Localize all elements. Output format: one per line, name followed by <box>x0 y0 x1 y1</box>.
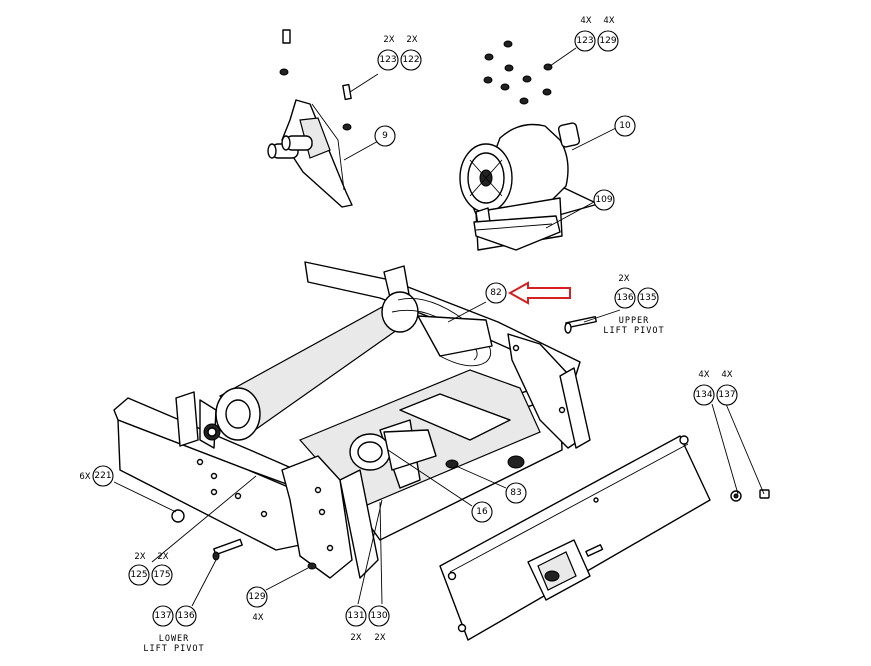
callout-129-top: 4X 129 <box>597 16 619 52</box>
callout-9: 9 <box>374 125 396 147</box>
svg-text:129: 129 <box>599 36 616 46</box>
callout-130: 130 2X <box>368 605 390 643</box>
nut-129-lower <box>307 562 317 570</box>
belt-82 <box>391 298 493 367</box>
upper-lift-pivot-label-line1: UPPER <box>619 316 650 326</box>
callout-135: 135 <box>637 287 659 309</box>
upper-lift-pivot-label-line2: LIFT PIVOT <box>603 326 664 336</box>
svg-text:123: 123 <box>576 36 593 46</box>
svg-text:83: 83 <box>510 488 521 498</box>
nut-cluster-123 <box>483 40 553 105</box>
leader-lines <box>113 47 765 607</box>
pulley-16 <box>349 429 437 471</box>
svg-text:4X: 4X <box>698 370 709 380</box>
svg-text:130: 130 <box>370 611 387 621</box>
svg-text:4X: 4X <box>252 613 263 623</box>
washer-134 <box>730 490 742 502</box>
callout-221: 6X 221 <box>79 465 114 487</box>
lower-lift-pivot-pin <box>212 538 243 561</box>
svg-text:2X: 2X <box>383 35 394 45</box>
callout-129-lower: 129 4X <box>246 586 268 623</box>
svg-text:82: 82 <box>490 288 501 298</box>
svg-text:9: 9 <box>382 131 388 141</box>
svg-text:4X: 4X <box>603 16 614 26</box>
upper-lift-pivot-pin <box>564 316 597 334</box>
svg-text:136: 136 <box>616 293 633 303</box>
svg-text:10: 10 <box>619 121 631 131</box>
callout-123-top-right: 4X 123 <box>574 16 596 52</box>
pulley-83 <box>445 455 525 469</box>
callout-136-lower: 136 <box>175 605 197 627</box>
lower-lift-pivot-label-line1: LOWER <box>159 634 190 644</box>
svg-text:2X: 2X <box>350 633 361 643</box>
svg-text:134: 134 <box>695 390 712 400</box>
callout-83: 83 <box>505 482 527 504</box>
svg-text:109: 109 <box>595 195 612 205</box>
callout-136-upper: 2X 136 <box>614 274 636 309</box>
svg-text:4X: 4X <box>721 370 732 380</box>
svg-text:136: 136 <box>177 611 194 621</box>
callout-16: 16 <box>471 501 493 523</box>
svg-text:129: 129 <box>248 592 265 602</box>
svg-text:2X: 2X <box>406 35 417 45</box>
svg-text:16: 16 <box>476 507 488 517</box>
callout-175: 2X 175 <box>151 552 173 586</box>
callout-123-top-left: 2X 123 <box>377 35 399 71</box>
callout-125: 2X 125 <box>128 552 150 586</box>
svg-text:4X: 4X <box>580 16 591 26</box>
highlight-arrow <box>507 281 571 305</box>
bolt-top-left <box>279 29 291 76</box>
mounting-plate-109 <box>473 215 561 251</box>
side-panel <box>439 435 711 641</box>
svg-text:125: 125 <box>130 570 147 580</box>
svg-text:2X: 2X <box>374 633 385 643</box>
screw-122 <box>342 83 352 101</box>
svg-text:131: 131 <box>347 611 364 621</box>
callout-122: 2X 122 <box>400 35 422 71</box>
roller-drum <box>203 291 419 441</box>
motor-bracket-9 <box>267 99 353 208</box>
svg-text:137: 137 <box>154 611 171 621</box>
lower-lift-pivot-label-line2: LIFT PIVOT <box>143 644 204 654</box>
callout-137-lower: 137 <box>152 605 174 627</box>
svg-text:2X: 2X <box>157 552 168 562</box>
callout-82: 82 <box>485 282 507 304</box>
svg-text:2X: 2X <box>618 274 629 284</box>
svg-text:135: 135 <box>639 293 656 303</box>
callout-10: 10 <box>614 115 636 137</box>
plug-221 <box>171 509 185 523</box>
callout-131: 131 2X <box>345 605 367 643</box>
callout-134: 4X 134 <box>693 370 715 406</box>
callout-137-right: 4X 137 <box>716 370 738 406</box>
callout-109: 109 <box>593 189 615 211</box>
svg-text:123: 123 <box>379 55 396 65</box>
screw-137 <box>759 489 770 499</box>
svg-text:175: 175 <box>153 570 170 580</box>
svg-text:122: 122 <box>402 55 419 65</box>
svg-text:137: 137 <box>718 390 735 400</box>
svg-text:6X: 6X <box>79 472 90 482</box>
svg-text:221: 221 <box>94 471 111 481</box>
svg-text:2X: 2X <box>134 552 145 562</box>
